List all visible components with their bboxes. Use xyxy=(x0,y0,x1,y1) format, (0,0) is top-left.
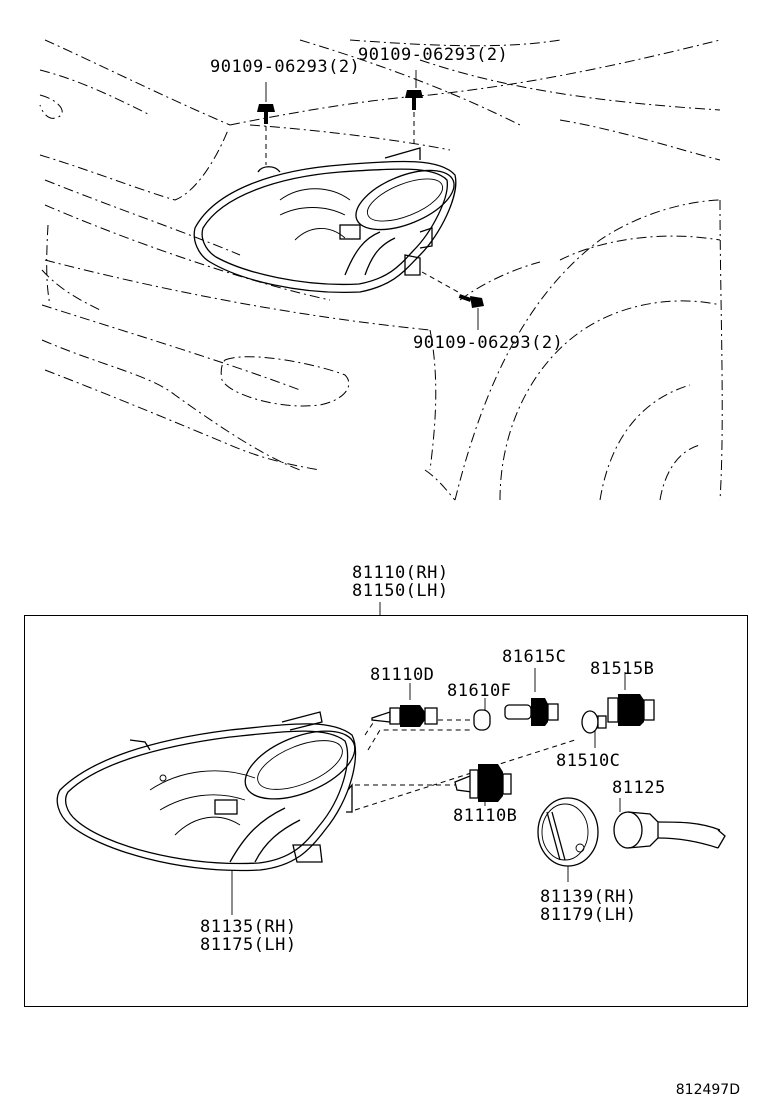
label-housing-rh: 81135(RH) xyxy=(200,917,297,937)
bulb-81610f xyxy=(473,709,491,731)
diagram-code: 812497D xyxy=(675,1082,740,1098)
headlamp-housing xyxy=(56,711,357,872)
vehicle-body-outline xyxy=(39,39,723,501)
mounted-headlamp xyxy=(193,147,457,294)
bulb-81110b xyxy=(454,764,512,802)
bulb-81110d xyxy=(371,705,438,727)
label-assy-lh: 81150(LH) xyxy=(352,581,449,601)
label-81110d: 81110D xyxy=(370,665,435,685)
bolt-lower xyxy=(421,271,484,330)
socket-81615c xyxy=(504,698,559,726)
label-81510c: 81510C xyxy=(556,751,621,771)
label-81125: 81125 xyxy=(612,778,666,798)
label-81610f: 81610F xyxy=(447,681,512,701)
label-bolt-lower: 90109-06293(2) xyxy=(413,333,564,353)
label-81110b: 81110B xyxy=(453,806,518,826)
kit-boundary-box xyxy=(24,615,748,1007)
cover-81139 xyxy=(537,797,599,867)
label-assy-rh: 81110(RH) xyxy=(352,563,449,583)
bolt-right xyxy=(405,70,423,148)
bulb-81510c xyxy=(581,710,607,734)
label-81615c: 81615C xyxy=(502,647,567,667)
label-81515b: 81515B xyxy=(590,659,655,679)
label-bolt-right: 90109-06293(2) xyxy=(358,45,509,65)
label-cover-lh: 81179(LH) xyxy=(540,905,637,925)
bolt-left xyxy=(257,82,275,165)
socket-81125 xyxy=(613,811,726,849)
socket-81515b xyxy=(607,694,655,726)
label-cover-rh: 81139(RH) xyxy=(540,887,637,907)
label-housing-lh: 81175(LH) xyxy=(200,935,297,955)
label-bolt-left: 90109-06293(2) xyxy=(210,57,361,77)
